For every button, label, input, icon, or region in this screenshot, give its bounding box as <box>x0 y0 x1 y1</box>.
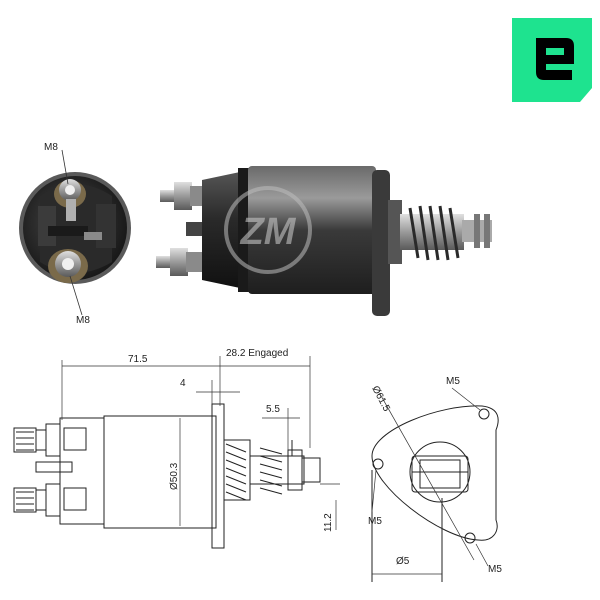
photo-upper-stud <box>160 182 204 210</box>
dim-offset: 11.2 <box>323 513 334 532</box>
dim-flange: 4 <box>180 378 186 389</box>
flange-dimension-lines <box>371 387 489 575</box>
flange-view-drawing <box>371 405 499 582</box>
side-view-drawing <box>13 403 321 549</box>
side-dimension-lines <box>61 356 340 530</box>
dim-thread-top: M5 <box>446 376 460 387</box>
top-terminal-stud <box>54 179 86 221</box>
photo-lower-stud <box>156 248 202 276</box>
top-terminal-label: M8 <box>44 142 58 153</box>
dim-engaged: 28.2 Engaged <box>226 348 288 359</box>
badge-letter-e <box>536 38 574 80</box>
dim-plunger: 5.5 <box>266 404 280 415</box>
zm-logo-text: ZM <box>240 211 297 253</box>
photo-spring <box>408 205 460 261</box>
dim-thread-left: M5 <box>368 516 382 527</box>
end-view-photo <box>19 149 131 316</box>
brand-e-badge <box>512 18 592 102</box>
zm-watermark: ZM <box>224 186 312 274</box>
dim-bolt-circle: Ø61.5 <box>369 384 392 414</box>
dim-length: 71.5 <box>128 354 148 365</box>
bottom-terminal-label: M8 <box>76 315 90 326</box>
dim-body-diameter: Ø50.3 <box>169 462 180 490</box>
side-view-photo: ZM <box>156 166 492 316</box>
dim-hole: Ø5 <box>396 556 410 567</box>
drawing-spring <box>225 443 283 501</box>
dim-thread-bottom: M5 <box>488 564 502 575</box>
bottom-terminal-stud <box>48 249 88 283</box>
